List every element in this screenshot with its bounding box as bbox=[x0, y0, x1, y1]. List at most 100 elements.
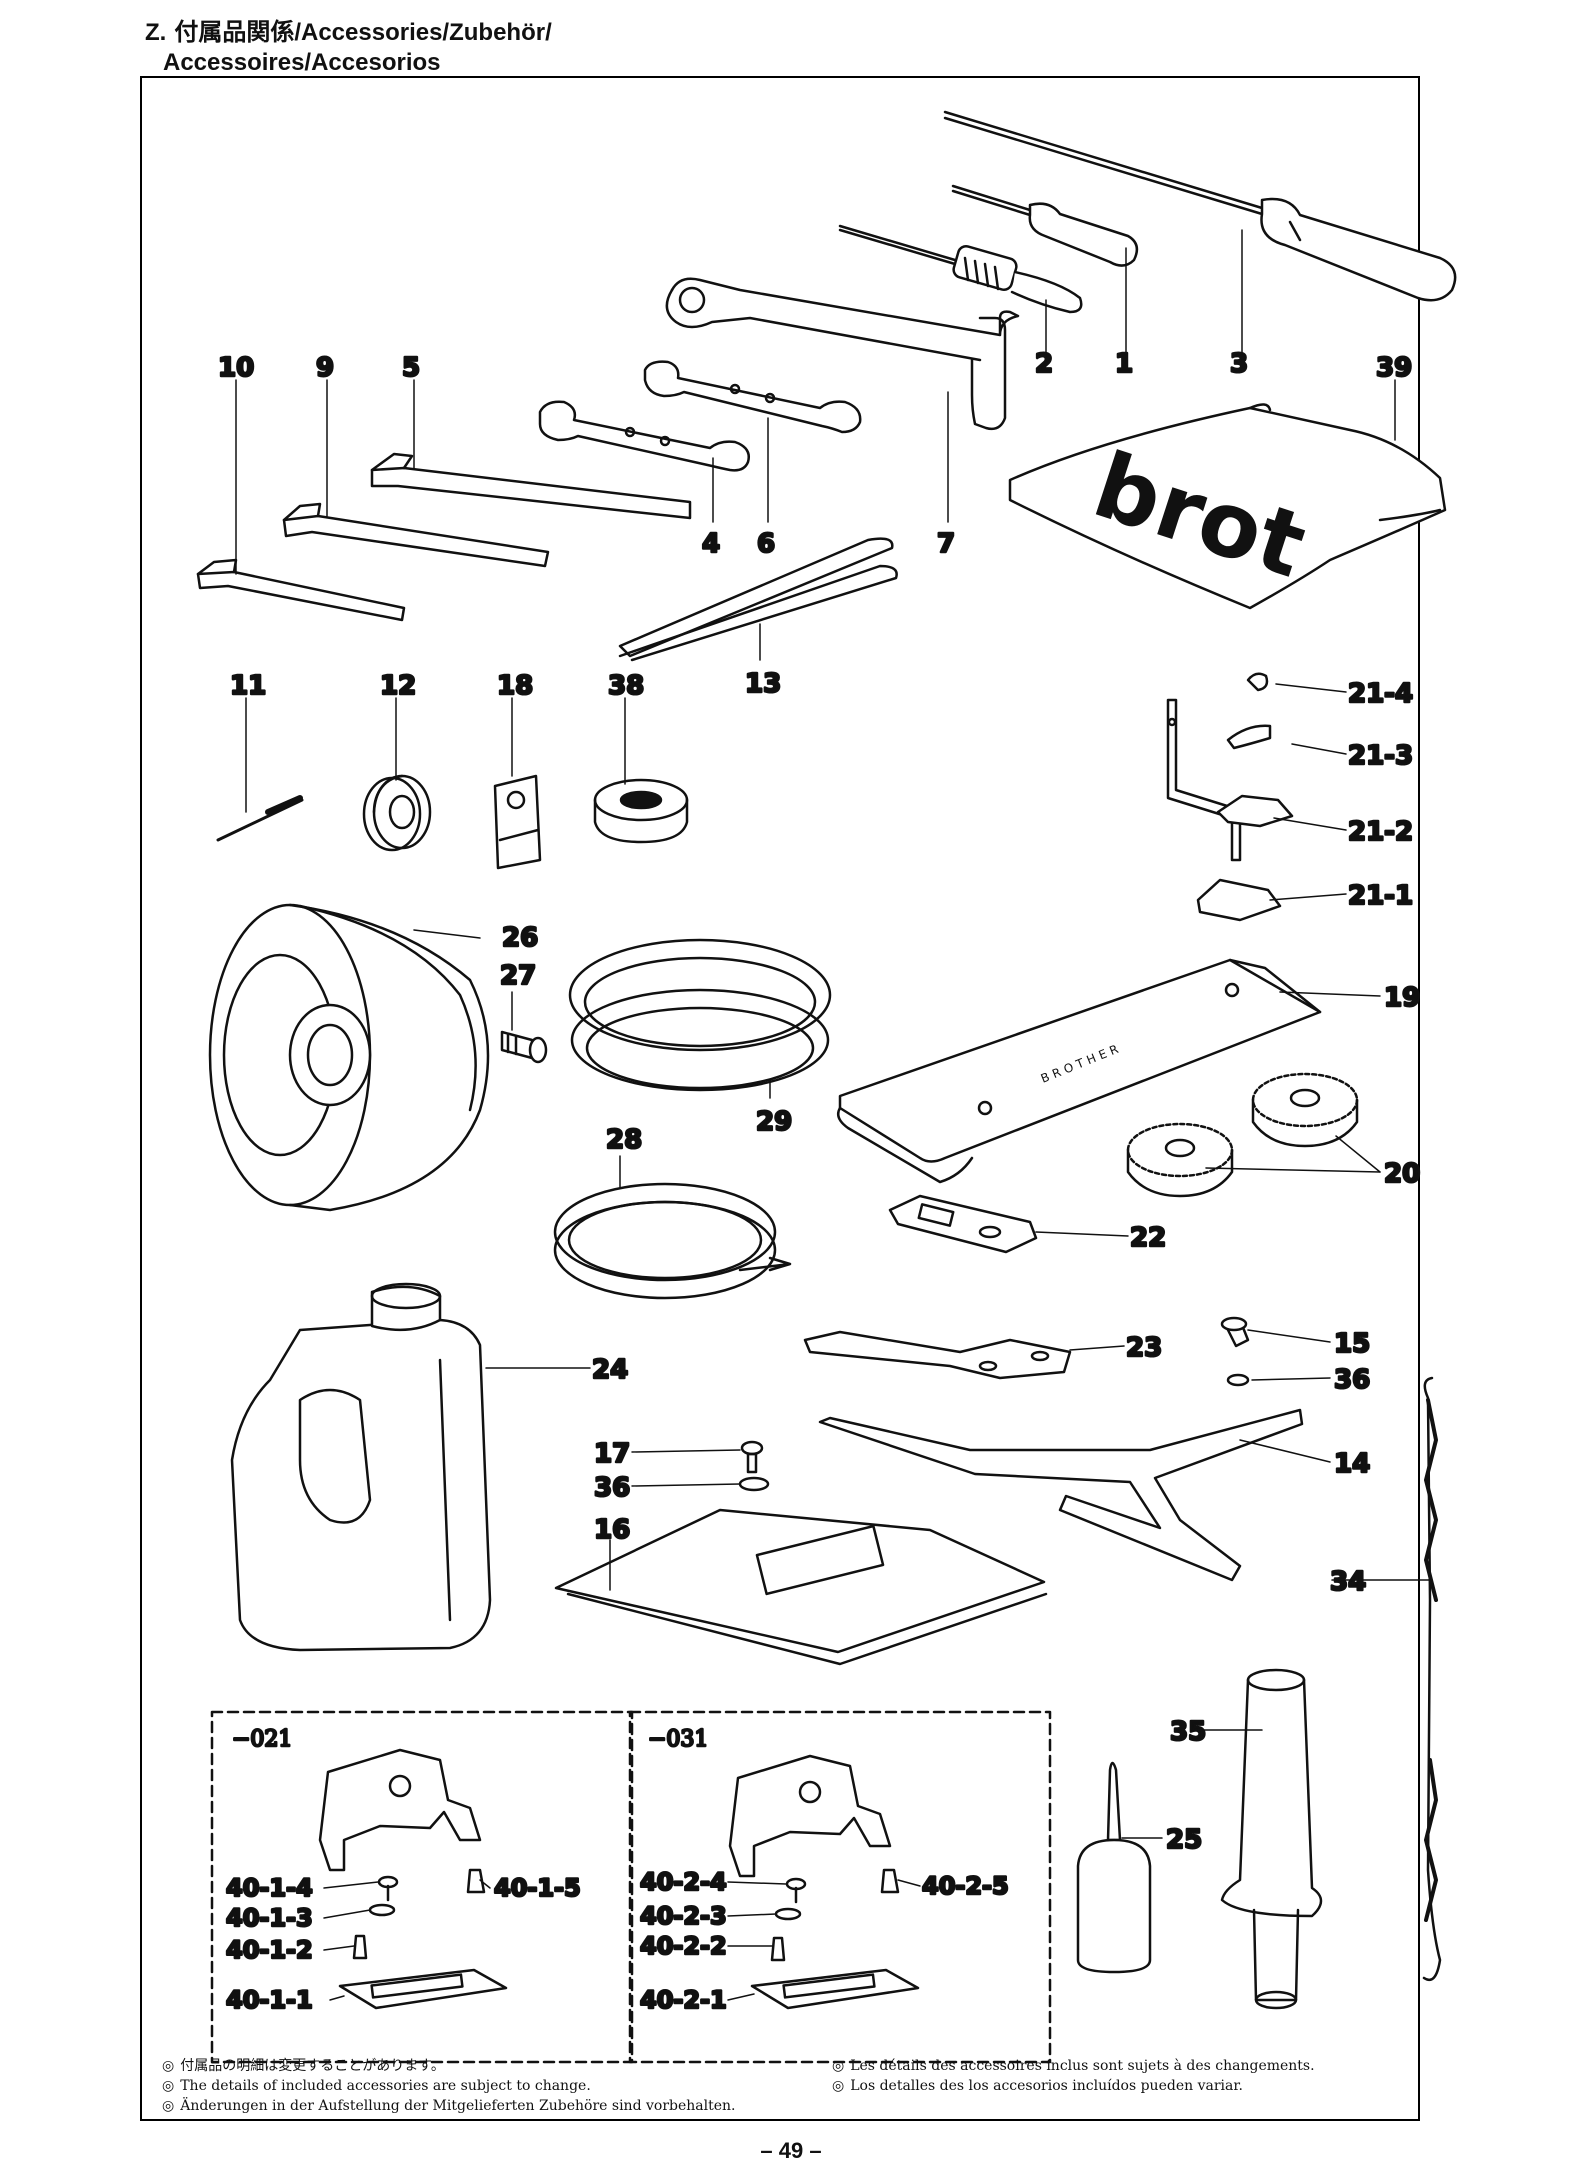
note-line: ◎The details of included accessories are… bbox=[162, 2078, 591, 2094]
callout-40-2-4: 40-2-4 bbox=[640, 1868, 727, 1896]
needle bbox=[216, 795, 304, 842]
seam-guide-14 bbox=[818, 1408, 1304, 1582]
socket-wrench bbox=[665, 277, 1020, 431]
callout-12: 12 bbox=[380, 671, 416, 701]
pulley bbox=[208, 903, 490, 1212]
callout-3: 3 bbox=[1230, 349, 1248, 379]
callout-20: 20 bbox=[1384, 1159, 1420, 1189]
callout-34: 34 bbox=[1330, 1567, 1366, 1597]
set-screw bbox=[500, 1030, 548, 1064]
callout-24: 24 bbox=[592, 1355, 628, 1385]
tool-case: BROTHER bbox=[837, 958, 1322, 1184]
callout-14: 14 bbox=[1334, 1449, 1370, 1479]
variant-031-hook bbox=[728, 1754, 892, 1878]
notes-right: ◎Les détails des accessoires inclus sont… bbox=[832, 2056, 1315, 2096]
gear-large bbox=[1251, 1072, 1359, 1148]
callout-23: 23 bbox=[1126, 1333, 1162, 1363]
callout-21-3: 21-3 bbox=[1348, 741, 1413, 771]
spanner-6 bbox=[643, 360, 862, 434]
variant-031-screw bbox=[785, 1877, 807, 1904]
callout-35: 35 bbox=[1170, 1717, 1206, 1747]
diagram-frame bbox=[140, 76, 1420, 2121]
note-mark: ◎ bbox=[832, 2078, 845, 2094]
washer-36-right bbox=[1226, 1373, 1250, 1387]
callout-28: 28 bbox=[606, 1125, 642, 1155]
section-letter: Z. bbox=[145, 19, 167, 46]
feed-plate-23 bbox=[803, 1330, 1072, 1380]
variant-031-title: −031 bbox=[648, 1727, 708, 1752]
leader-lines bbox=[235, 229, 1431, 2001]
callout-4: 4 bbox=[702, 529, 720, 559]
screw-15 bbox=[1220, 1316, 1250, 1348]
callout-29: 29 bbox=[756, 1107, 792, 1137]
header-title-1: 付属品関係/Accessories/Zubehör/ bbox=[174, 19, 552, 46]
callout-39: 39 bbox=[1376, 353, 1412, 383]
callout-18: 18 bbox=[497, 671, 533, 701]
callout-40-1-3: 40-1-3 bbox=[226, 1904, 313, 1932]
callout-9: 9 bbox=[316, 353, 334, 383]
oil-bottle bbox=[230, 1282, 492, 1652]
callout-26: 26 bbox=[502, 923, 538, 953]
callout-21-4: 21-4 bbox=[1348, 679, 1413, 709]
callout-38: 38 bbox=[608, 671, 644, 701]
variant-031-washer bbox=[774, 1907, 802, 1921]
tweezers bbox=[618, 537, 898, 662]
callout-1: 1 bbox=[1115, 349, 1133, 379]
note-mark: ◎ bbox=[832, 2058, 845, 2074]
variant-021-pin bbox=[352, 1934, 368, 1960]
washer-36-left bbox=[738, 1476, 770, 1492]
callout-21-1: 21-1 bbox=[1348, 881, 1413, 911]
thread-guide-assembly bbox=[1166, 672, 1294, 922]
callout-16: 16 bbox=[594, 1515, 630, 1545]
callout-25: 25 bbox=[1166, 1825, 1202, 1855]
bearing bbox=[593, 778, 689, 844]
callout-22: 22 bbox=[1130, 1223, 1166, 1253]
accessory-bag: brot bbox=[1008, 403, 1447, 610]
header-line-1: Z. 付属品関係/Accessories/Zubehör/ bbox=[145, 18, 552, 48]
note-mark: ◎ bbox=[162, 2058, 175, 2074]
note-mark: ◎ bbox=[162, 2098, 175, 2114]
callout-5: 5 bbox=[402, 353, 420, 383]
variant-021-title: −021 bbox=[232, 1727, 292, 1752]
callout-40-1-4: 40-1-4 bbox=[226, 1874, 313, 1902]
notes-left: ◎付属品の明細は変更することがあります。 ◎The details of inc… bbox=[162, 2056, 735, 2116]
callout-36-left: 36 bbox=[594, 1473, 630, 1503]
hex-key-10 bbox=[196, 558, 406, 622]
cover-plate-16 bbox=[554, 1508, 1048, 1666]
page-number: – 49 – bbox=[760, 2138, 822, 2163]
callout-10: 10 bbox=[218, 353, 254, 383]
header-title-2: Accessoires/Accesorios bbox=[163, 49, 441, 76]
callout-6: 6 bbox=[757, 529, 775, 559]
callout-40-2-3: 40-2-3 bbox=[640, 1902, 727, 1930]
callout-40-1-2: 40-1-2 bbox=[226, 1936, 313, 1964]
note-line: ◎Änderungen in der Aufstellung der Mitge… bbox=[162, 2098, 736, 2114]
callout-40-1-5: 40-1-5 bbox=[494, 1874, 581, 1902]
page-header: Z. 付属品関係/Accessories/Zubehör/ Accessoires… bbox=[145, 18, 552, 78]
hex-key-9 bbox=[282, 502, 550, 568]
callout-2: 2 bbox=[1035, 349, 1053, 379]
callout-13: 13 bbox=[745, 669, 781, 699]
chain bbox=[1422, 1376, 1442, 1982]
callout-36-right: 36 bbox=[1334, 1365, 1370, 1395]
spool-pin bbox=[1220, 1668, 1323, 2010]
needle-plate-22 bbox=[888, 1194, 1038, 1254]
callout-27: 27 bbox=[500, 961, 536, 991]
variant-021-bolt bbox=[466, 1868, 486, 1894]
hex-key-5 bbox=[370, 452, 692, 520]
variant-021-washer bbox=[368, 1903, 396, 1917]
variant-021-screw bbox=[377, 1875, 399, 1902]
bobbin bbox=[362, 774, 432, 852]
screwdriver-small bbox=[838, 224, 1083, 314]
variant-031-plate bbox=[750, 1968, 920, 2010]
note-line: ◎Los detalles des los accesorios incluíd… bbox=[832, 2078, 1243, 2094]
callout-40-1-1: 40-1-1 bbox=[226, 1986, 313, 2014]
variant-021-plate bbox=[338, 1968, 508, 2010]
callout-21-2: 21-2 bbox=[1348, 817, 1413, 847]
bobbin-case-plate bbox=[493, 774, 542, 870]
variant-031-bolt bbox=[880, 1868, 900, 1894]
callout-17: 17 bbox=[594, 1439, 630, 1469]
callout-labels: 1 2 3 4 5 6 7 9 10 11 12 13 14 15 16 17 … bbox=[217, 348, 1422, 2016]
callout-7: 7 bbox=[937, 529, 955, 559]
v-belt-28 bbox=[553, 1182, 792, 1300]
